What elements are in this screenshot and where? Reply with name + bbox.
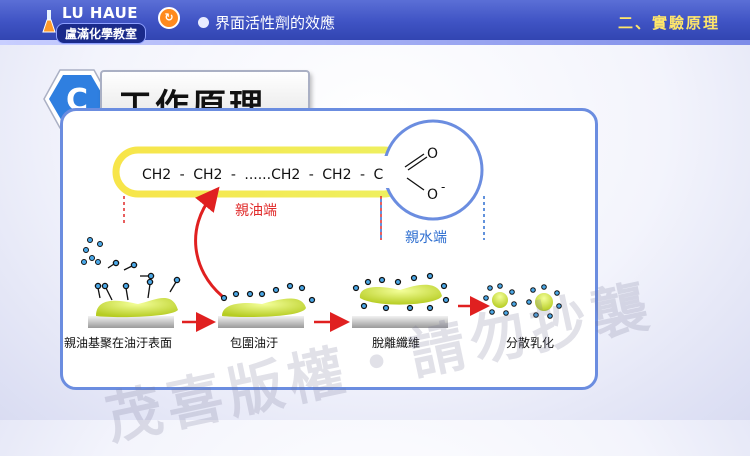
- double-bond-1: [404, 153, 425, 168]
- stage-4: 分散乳化: [483, 283, 562, 350]
- oil-blob-3: [359, 284, 442, 305]
- droplet-2: [535, 293, 553, 311]
- section-title: 二、實驗原理: [617, 14, 720, 32]
- chain-dash-3: -: [309, 167, 314, 183]
- curved-arrow: [194, 186, 223, 298]
- flask-icon: [42, 10, 56, 33]
- fabric-3: [352, 316, 448, 328]
- chain-formula: CH2 - CH2 - ......CH2 - CH2 - C: [142, 167, 383, 183]
- surfactants-1: [94, 259, 181, 301]
- double-bond-2: [407, 156, 428, 171]
- stage-3: 脫離纖維: [352, 272, 450, 350]
- topic-text: 界面活性劑的效應: [215, 14, 336, 32]
- surfactants-4: [483, 283, 562, 319]
- topic-title: 界面活性劑的效應: [198, 12, 335, 33]
- chain-seg-1: CH2: [142, 167, 171, 183]
- logo-text-zh: 盧滿化學教室: [56, 23, 147, 44]
- tail-fill: [122, 156, 412, 188]
- diagram-panel: [60, 108, 598, 390]
- oil-blob-2: [222, 298, 306, 318]
- header-stripe: [0, 40, 750, 45]
- micelle-cluster: [81, 237, 103, 265]
- step-label-2: 包圍油汙: [230, 336, 278, 350]
- surfactant-molecule: CH2 - CH2 - ......CH2 - CH2 - C O O -: [112, 119, 484, 221]
- logo-badge-icon: ↻: [158, 7, 180, 29]
- negative-charge: -: [441, 180, 445, 194]
- step-label-1: 親油基聚在油汙表面: [64, 336, 172, 350]
- ion-oxygen: O: [427, 187, 438, 203]
- logo-text-en: LU HAUE: [62, 4, 139, 22]
- hydrophilic-label: 親水端: [405, 230, 447, 246]
- step-label-3: 脫離纖維: [372, 335, 420, 350]
- logo[interactable]: LU HAUE ↻ 盧滿化學教室: [40, 4, 190, 44]
- single-bond: [406, 177, 425, 191]
- header-bar: LU HAUE ↻ 盧滿化學教室 界面活性劑的效應 二、實驗原理: [0, 0, 750, 45]
- oil-blob-1: [96, 297, 178, 318]
- stage-1: 親油基聚在油汙表面: [64, 237, 181, 350]
- stage-2: 包圍油汙: [218, 282, 316, 350]
- diagram: CH2 - CH2 - ......CH2 - CH2 - C O O - 親油…: [64, 119, 562, 350]
- step-label-4: 分散乳化: [506, 335, 554, 350]
- chain-dash-4: -: [360, 167, 365, 183]
- chain-seg-4: CH2: [322, 167, 351, 183]
- chain-dash-2: -: [231, 167, 236, 183]
- droplet-1: [492, 292, 508, 308]
- fabric-1: [88, 316, 174, 328]
- bullet-icon: [198, 17, 209, 28]
- carbonyl-oxygen: O: [427, 146, 438, 162]
- region-brackets: [123, 196, 485, 240]
- chain-dash-1: -: [180, 167, 185, 183]
- lipophilic-label: 親油端: [235, 203, 277, 219]
- chain-seg-2: CH2: [193, 167, 222, 183]
- chain-seg-3: ......CH2: [244, 167, 300, 183]
- surfactants-3: [352, 272, 450, 312]
- surfactants-2: [220, 282, 316, 304]
- fabric-2: [218, 316, 304, 328]
- carbon-atom: C: [373, 167, 383, 183]
